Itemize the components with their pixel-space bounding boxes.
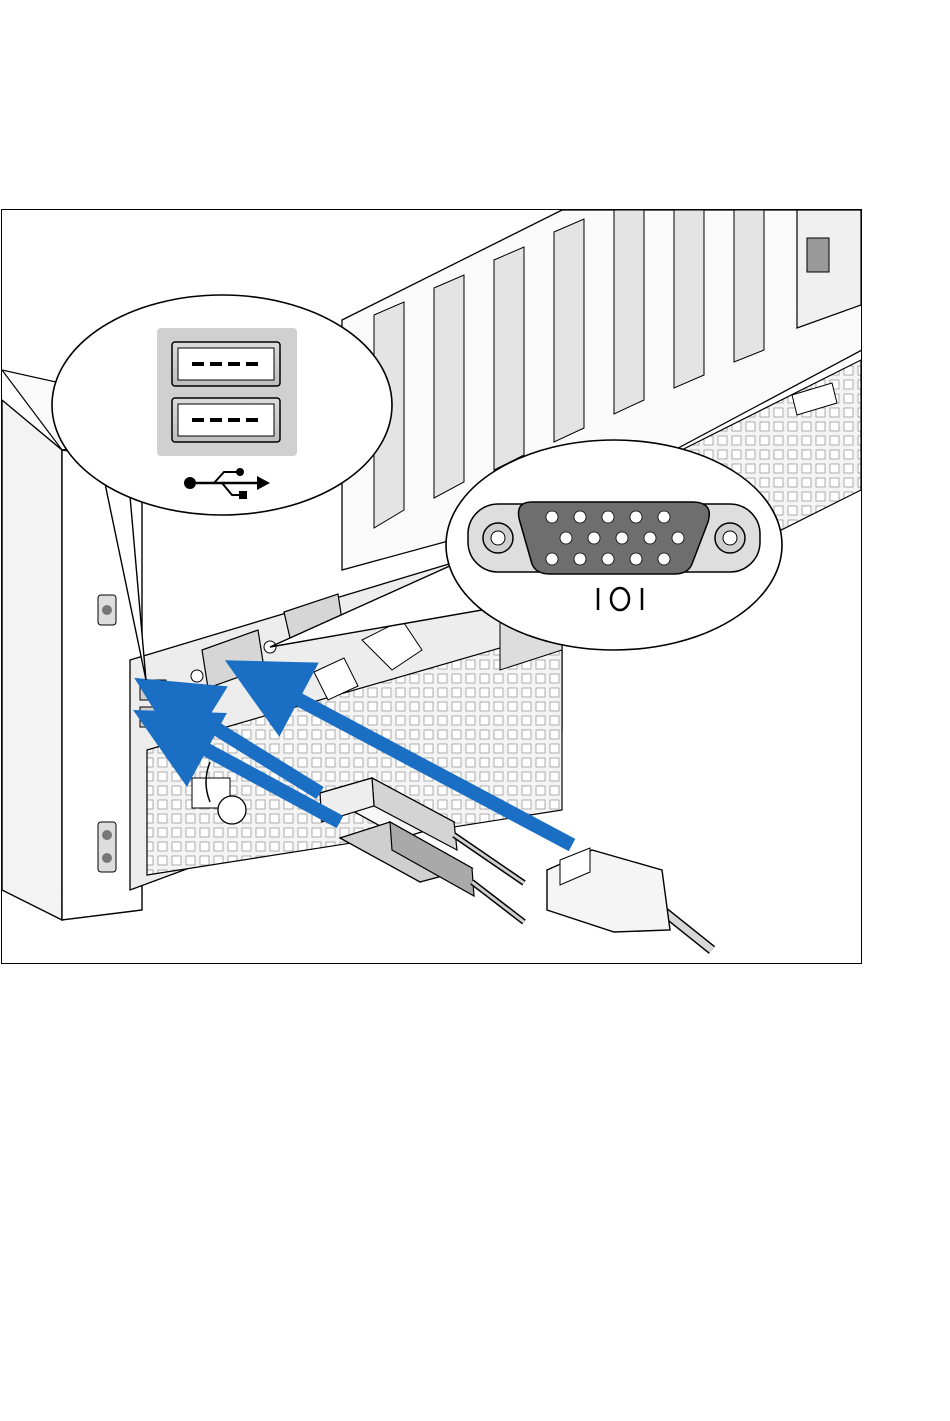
usb-port-top — [140, 680, 166, 700]
video-cable — [547, 848, 712, 950]
usb-port-bottom — [140, 707, 166, 727]
connect-keyboard-mouse-monitor-figure — [1, 209, 862, 964]
